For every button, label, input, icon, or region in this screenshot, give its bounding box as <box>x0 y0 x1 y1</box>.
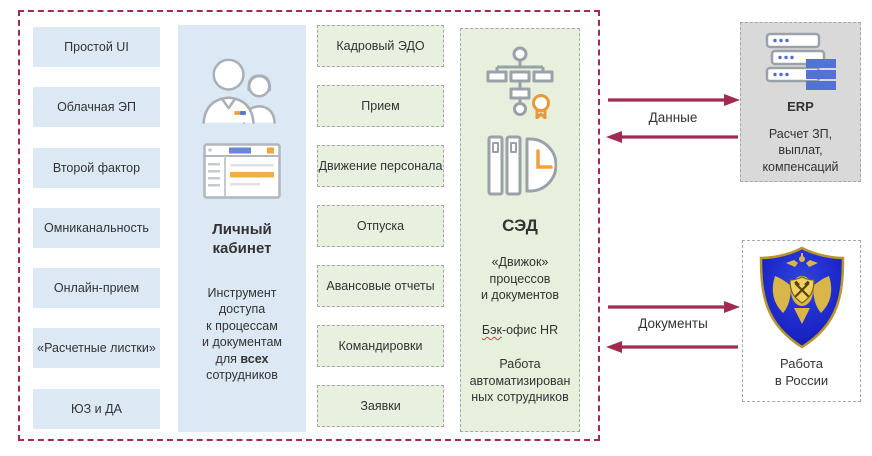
cabinet-title: Личный кабинет <box>212 221 272 257</box>
russia-emblem-shield-icon <box>759 246 844 349</box>
sed-backoffice-text: Бэк-офис HR <box>482 322 558 339</box>
server-stack-icon <box>765 32 836 90</box>
sed-backoffice-word: Бэк <box>481 322 502 337</box>
process-box-priem: Прием <box>317 85 444 127</box>
process-label: Отпуска <box>356 219 405 233</box>
feature-label: Простой UI <box>64 40 129 54</box>
process-box-avansovye: Авансовые отчеты <box>317 265 444 307</box>
personal-cabinet-panel: Личный кабинет Инструмент доступа к проц… <box>178 25 306 432</box>
sed-title: СЭД <box>502 216 538 235</box>
sed-engine-text: «Движок» процессов и документов <box>480 255 560 303</box>
feature-box-uz-da: ЮЗ и ДА <box>33 389 160 429</box>
erp-description: Расчет ЗП, выплат, компенсаций <box>762 127 839 174</box>
feature-label: ЮЗ и ДА <box>71 402 122 416</box>
feature-box-omnichannel: Омниканальность <box>33 208 160 248</box>
rabota-rossii-label: Работа в России <box>774 356 829 388</box>
sed-panel: СЭД «Движок» процессов и документов Бэк-… <box>460 28 580 432</box>
cabinet-desc-text: Инструмент доступа к процессам и докумен… <box>202 285 282 366</box>
process-label: Движение персонала <box>318 159 443 173</box>
rabota-rossii-box: Работа в России <box>742 240 861 402</box>
process-box-otpuska: Отпуска <box>317 205 444 247</box>
cabinet-desc-bold: всех <box>240 351 269 366</box>
erp-box: ERP Расчет ЗП, выплат, компенсаций <box>740 22 861 182</box>
erp-title: ERP <box>787 99 814 114</box>
documents-clock-icon <box>487 135 557 196</box>
people-icon <box>202 58 276 124</box>
feature-box-cloud-signature: Облачная ЭП <box>33 87 160 127</box>
arrow-data-right <box>608 94 740 106</box>
process-box-kadrovy-edo: Кадровый ЭДО <box>317 25 444 67</box>
process-box-komandirovki: Командировки <box>317 325 444 367</box>
process-box-dvizhenie: Движение персонала <box>317 145 444 187</box>
feature-box-simple-ui: Простой UI <box>33 27 160 67</box>
cabinet-desc-text: сотрудников <box>206 368 278 382</box>
main-dashed-frame <box>18 10 600 441</box>
process-label: Командировки <box>338 339 423 353</box>
feature-box-payslips: «Расчетные листки» <box>33 328 160 368</box>
sed-backoffice-rest: -офис HR <box>501 322 559 337</box>
feature-label: «Расчетные листки» <box>37 341 156 355</box>
arrow-docs-right <box>608 301 740 313</box>
process-label: Заявки <box>360 399 401 413</box>
browser-window-icon <box>203 143 281 199</box>
flow-label-data: Данные <box>648 110 698 125</box>
flowchart-award-icon <box>486 46 554 119</box>
sed-work-text: Работа автоматизирован ных сотрудников <box>469 357 571 405</box>
flow-label-docs: Документы <box>638 316 708 331</box>
process-label: Прием <box>361 99 400 113</box>
cabinet-description: Инструмент доступа к процессам и докумен… <box>202 285 282 384</box>
feature-label: Онлайн-прием <box>53 281 140 295</box>
feature-label: Облачная ЭП <box>57 100 136 114</box>
process-label: Авансовые отчеты <box>326 279 435 293</box>
arrow-docs-left <box>606 341 738 353</box>
feature-label: Второй фактор <box>52 161 141 175</box>
feature-label: Омниканальность <box>44 221 149 235</box>
arrow-data-left <box>606 131 738 143</box>
feature-box-second-factor: Второй фактор <box>33 148 160 188</box>
process-label: Кадровый ЭДО <box>336 39 425 53</box>
process-box-zayavki: Заявки <box>317 385 444 427</box>
feature-box-online-hiring: Онлайн-прием <box>33 268 160 308</box>
